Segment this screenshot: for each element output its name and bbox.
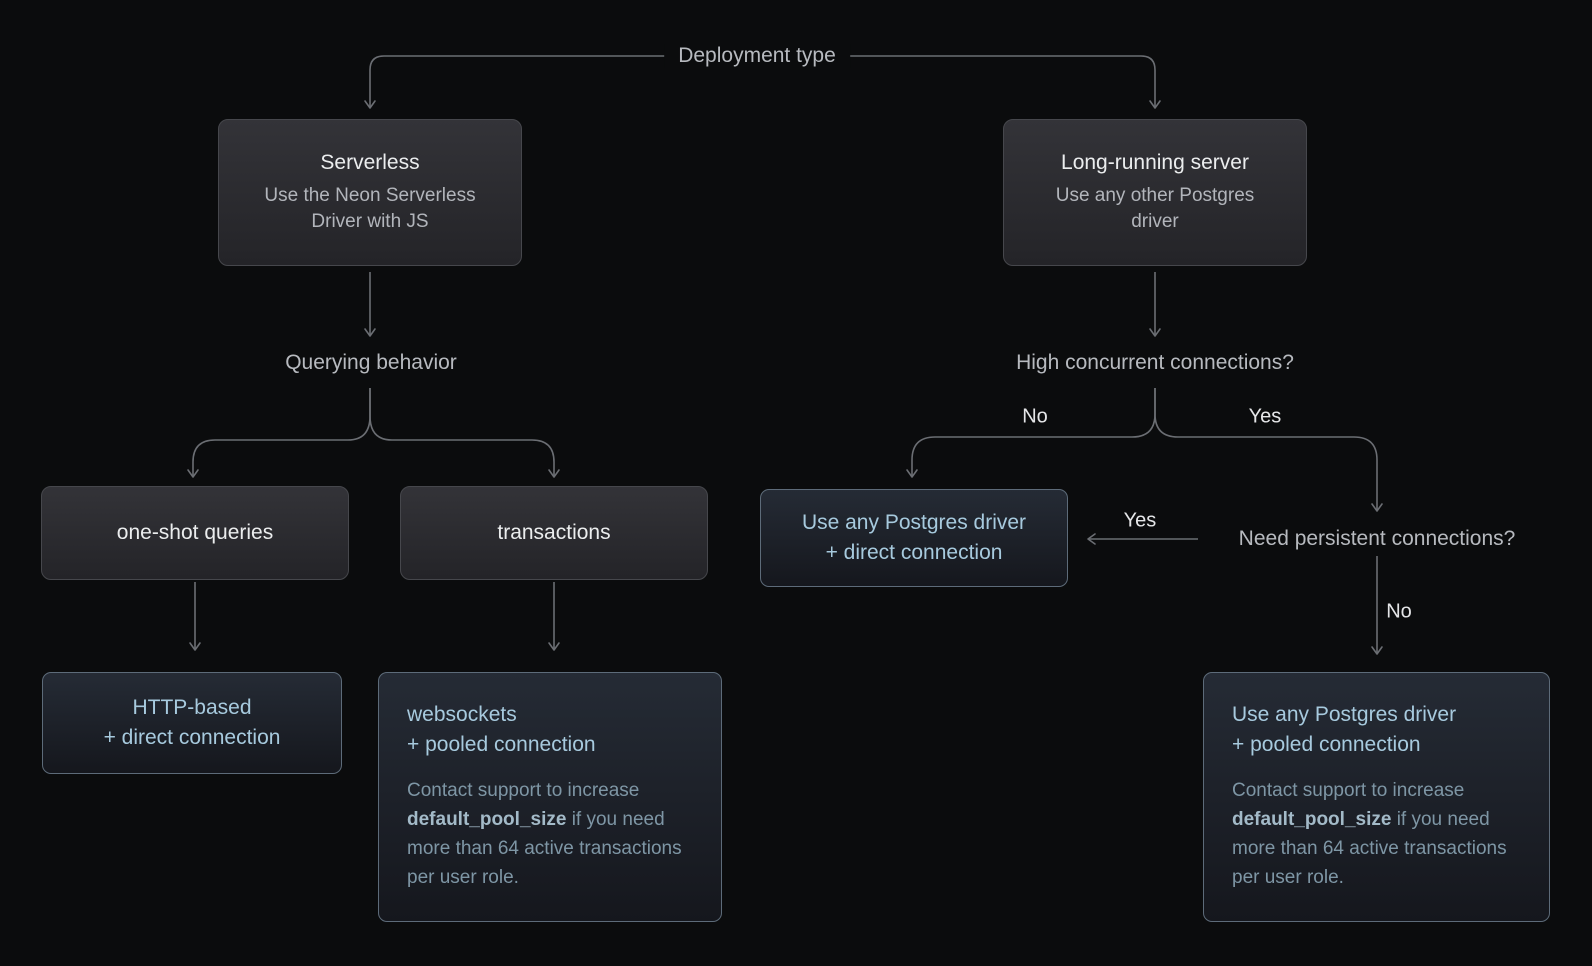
- node-websockets-line1: websockets: [407, 703, 517, 726]
- edge-label-persistent-yes: Yes: [1123, 509, 1157, 532]
- node-any-driver-pooled-line2: + pooled connection: [1232, 732, 1421, 756]
- node-websockets-note-suffix: if you need more than 64 active transact…: [407, 808, 682, 888]
- node-http-based: HTTP-based + direct connection: [42, 672, 342, 774]
- node-serverless-subtitle-line2: Driver with JS: [311, 211, 429, 233]
- node-http-based-line1: HTTP-based: [132, 696, 252, 720]
- node-any-driver-pooled-line1: Use any Postgres driver: [1232, 703, 1457, 726]
- node-serverless-subtitle-line1: Use the Neon Serverless: [264, 184, 476, 206]
- need-persistent-connections-label: Need persistent connections?: [1238, 527, 1516, 550]
- querying-behavior-label: Querying behavior: [285, 351, 457, 374]
- node-transactions: transactions: [400, 486, 708, 580]
- node-long-running-subtitle: Use any other Postgres driver: [1056, 183, 1255, 236]
- node-long-running-subtitle-line2: driver: [1131, 211, 1179, 233]
- edge-label-persistent-no: No: [1386, 600, 1412, 623]
- node-transactions-title: transactions: [497, 521, 611, 545]
- node-any-driver-direct-line2: + direct connection: [825, 541, 1003, 564]
- node-any-driver-direct-line1: Use any Postgres driver: [801, 511, 1027, 535]
- node-websockets-line2: + pooled connection: [407, 732, 596, 756]
- node-one-shot-title: one-shot queries: [116, 521, 274, 545]
- node-one-shot-queries: one-shot queries: [41, 486, 349, 580]
- node-http-based-line2: + direct connection: [103, 726, 281, 749]
- node-websockets-pooled: websockets + pooled connection Contact s…: [378, 672, 722, 922]
- node-any-driver-pooled-note-bold: default_pool_size: [1232, 808, 1392, 830]
- node-serverless-title: Serverless: [320, 151, 420, 175]
- edge-label-high-yes: Yes: [1248, 405, 1282, 428]
- node-long-running-subtitle-line1: Use any other Postgres: [1055, 184, 1255, 206]
- node-any-driver-pooled-note-prefix: Contact support to increase: [1232, 779, 1465, 801]
- node-websockets-note: Contact support to increase default_pool…: [407, 776, 693, 892]
- node-long-running-title: Long-running server: [1061, 151, 1249, 175]
- node-websockets-note-bold: default_pool_size: [407, 808, 567, 830]
- node-any-driver-pooled: Use any Postgres driver + pooled connect…: [1203, 672, 1550, 922]
- node-any-driver-direct: Use any Postgres driver + direct connect…: [760, 489, 1068, 587]
- node-serverless: Serverless Use the Neon Serverless Drive…: [218, 119, 522, 266]
- deployment-type-label: Deployment type: [664, 44, 850, 68]
- node-websockets-note-prefix: Contact support to increase: [407, 779, 640, 801]
- node-serverless-subtitle: Use the Neon Serverless Driver with JS: [264, 183, 475, 236]
- high-concurrent-connections-label: High concurrent connections?: [1016, 351, 1294, 374]
- node-any-driver-pooled-note-suffix: if you need more than 64 active transact…: [1232, 808, 1507, 888]
- node-any-driver-pooled-note: Contact support to increase default_pool…: [1232, 776, 1521, 892]
- node-long-running-server: Long-running server Use any other Postgr…: [1003, 119, 1307, 266]
- edge-label-high-no: No: [1022, 405, 1048, 428]
